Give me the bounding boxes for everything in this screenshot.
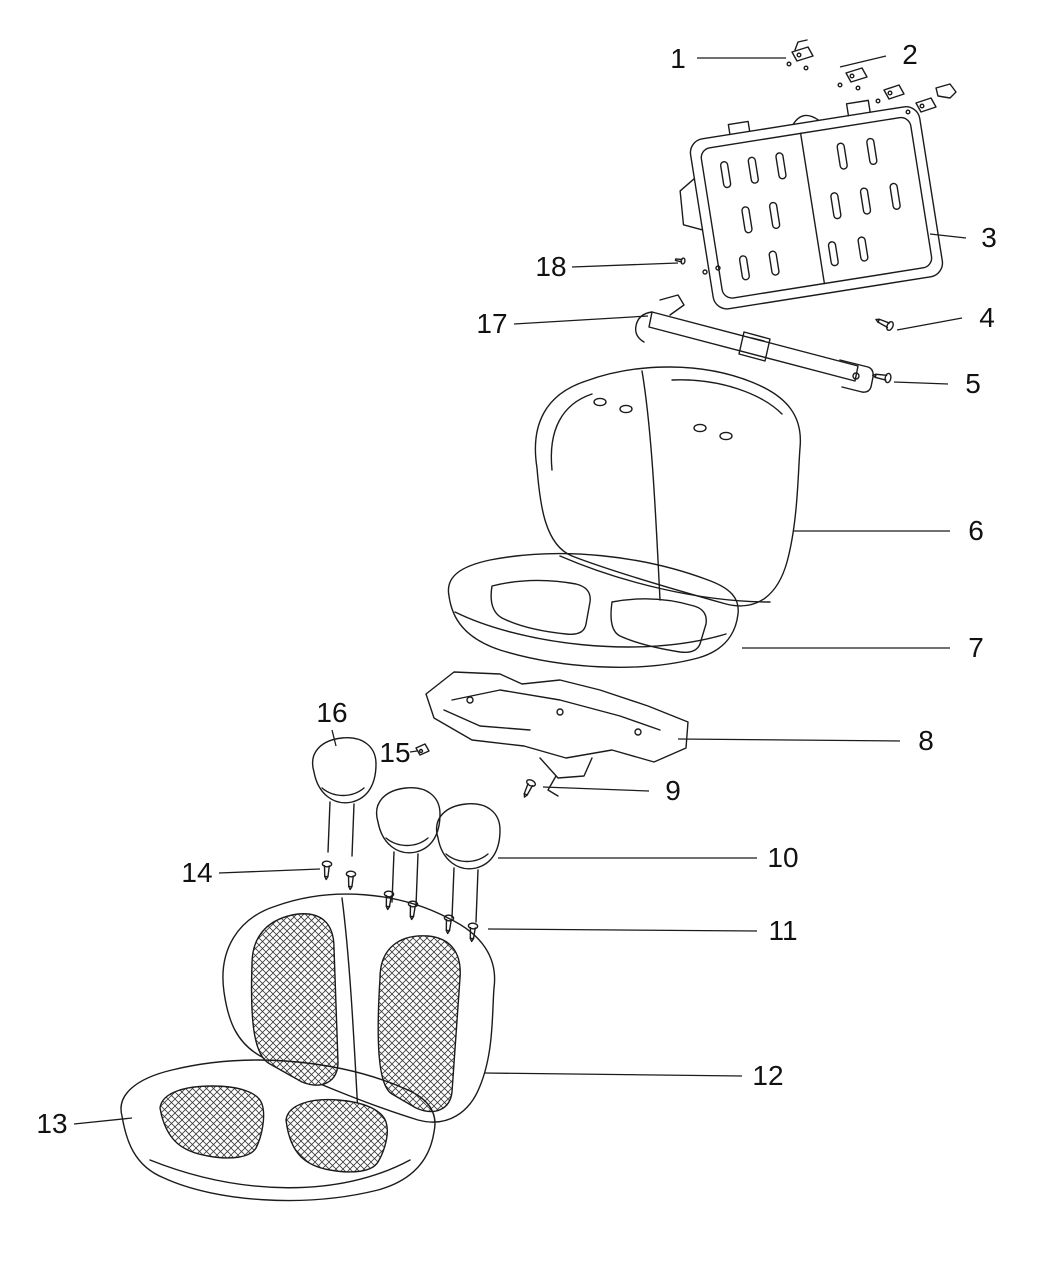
callout-5: 5: [965, 368, 981, 399]
seat-back-frame-panel-icon: [679, 99, 944, 310]
seat-bottom-foam-cushion-icon: [447, 552, 739, 668]
callout-1: 1: [670, 43, 686, 74]
leader-line-5: [893, 381, 949, 385]
callout-labels: 1 2 3 4 5 6 7 8 9 10 11 12 13 14 15 16 1…: [36, 39, 996, 1139]
leader-line-12: [483, 1072, 743, 1077]
screw-icon: [466, 922, 479, 943]
callout-16: 16: [316, 697, 347, 728]
leader-line-17: [513, 315, 649, 325]
seat-back-cover-icon: [222, 893, 496, 1123]
callout-2: 2: [902, 39, 918, 70]
callout-8: 8: [918, 725, 934, 756]
leader-line-9: [542, 786, 650, 792]
callout-13: 13: [36, 1108, 67, 1139]
seat-back-foam-cushion-icon: [534, 366, 802, 607]
screw-icon: [344, 870, 357, 891]
leader-line-15: [409, 750, 418, 753]
hinge-crossmember-icon: [634, 294, 874, 393]
retainer-clip-icon: [415, 743, 430, 756]
leader-line-14: [218, 868, 321, 874]
leader-line-13: [73, 1117, 133, 1125]
callout-9: 9: [665, 775, 681, 806]
leader-line-11: [487, 928, 758, 932]
callout-17: 17: [476, 308, 507, 339]
leader-line-2: [839, 55, 887, 68]
screw-icon: [873, 314, 896, 333]
screw-icon: [320, 860, 333, 881]
leader-line-8: [677, 738, 901, 742]
seat-cushion-cover-icon: [120, 1059, 436, 1202]
callout-3: 3: [981, 222, 997, 253]
mounting-bracket-hardware-icon: [786, 39, 957, 115]
callout-7: 7: [968, 632, 984, 663]
leader-line-18: [571, 262, 679, 268]
callout-10: 10: [767, 842, 798, 873]
callout-12: 12: [752, 1060, 783, 1091]
callout-18: 18: [535, 251, 566, 282]
pin-fastener-icon: [674, 256, 721, 275]
callout-11: 11: [768, 915, 797, 946]
callout-4: 4: [979, 302, 995, 333]
leader-line-4: [896, 317, 963, 331]
callout-15: 15: [379, 737, 410, 768]
callout-14: 14: [181, 857, 212, 888]
screw-icon: [871, 370, 893, 384]
headrest-right-icon: [435, 803, 501, 923]
callout-6: 6: [968, 515, 984, 546]
screw-icon: [519, 777, 538, 800]
leader-line-3: [929, 233, 967, 239]
headrest-middle-icon: [375, 787, 441, 907]
headrest-left-icon: [311, 737, 377, 857]
leader-lines: [73, 55, 967, 1125]
leader-line-16: [331, 729, 337, 747]
seat-cushion-frame-icon: [425, 671, 689, 797]
